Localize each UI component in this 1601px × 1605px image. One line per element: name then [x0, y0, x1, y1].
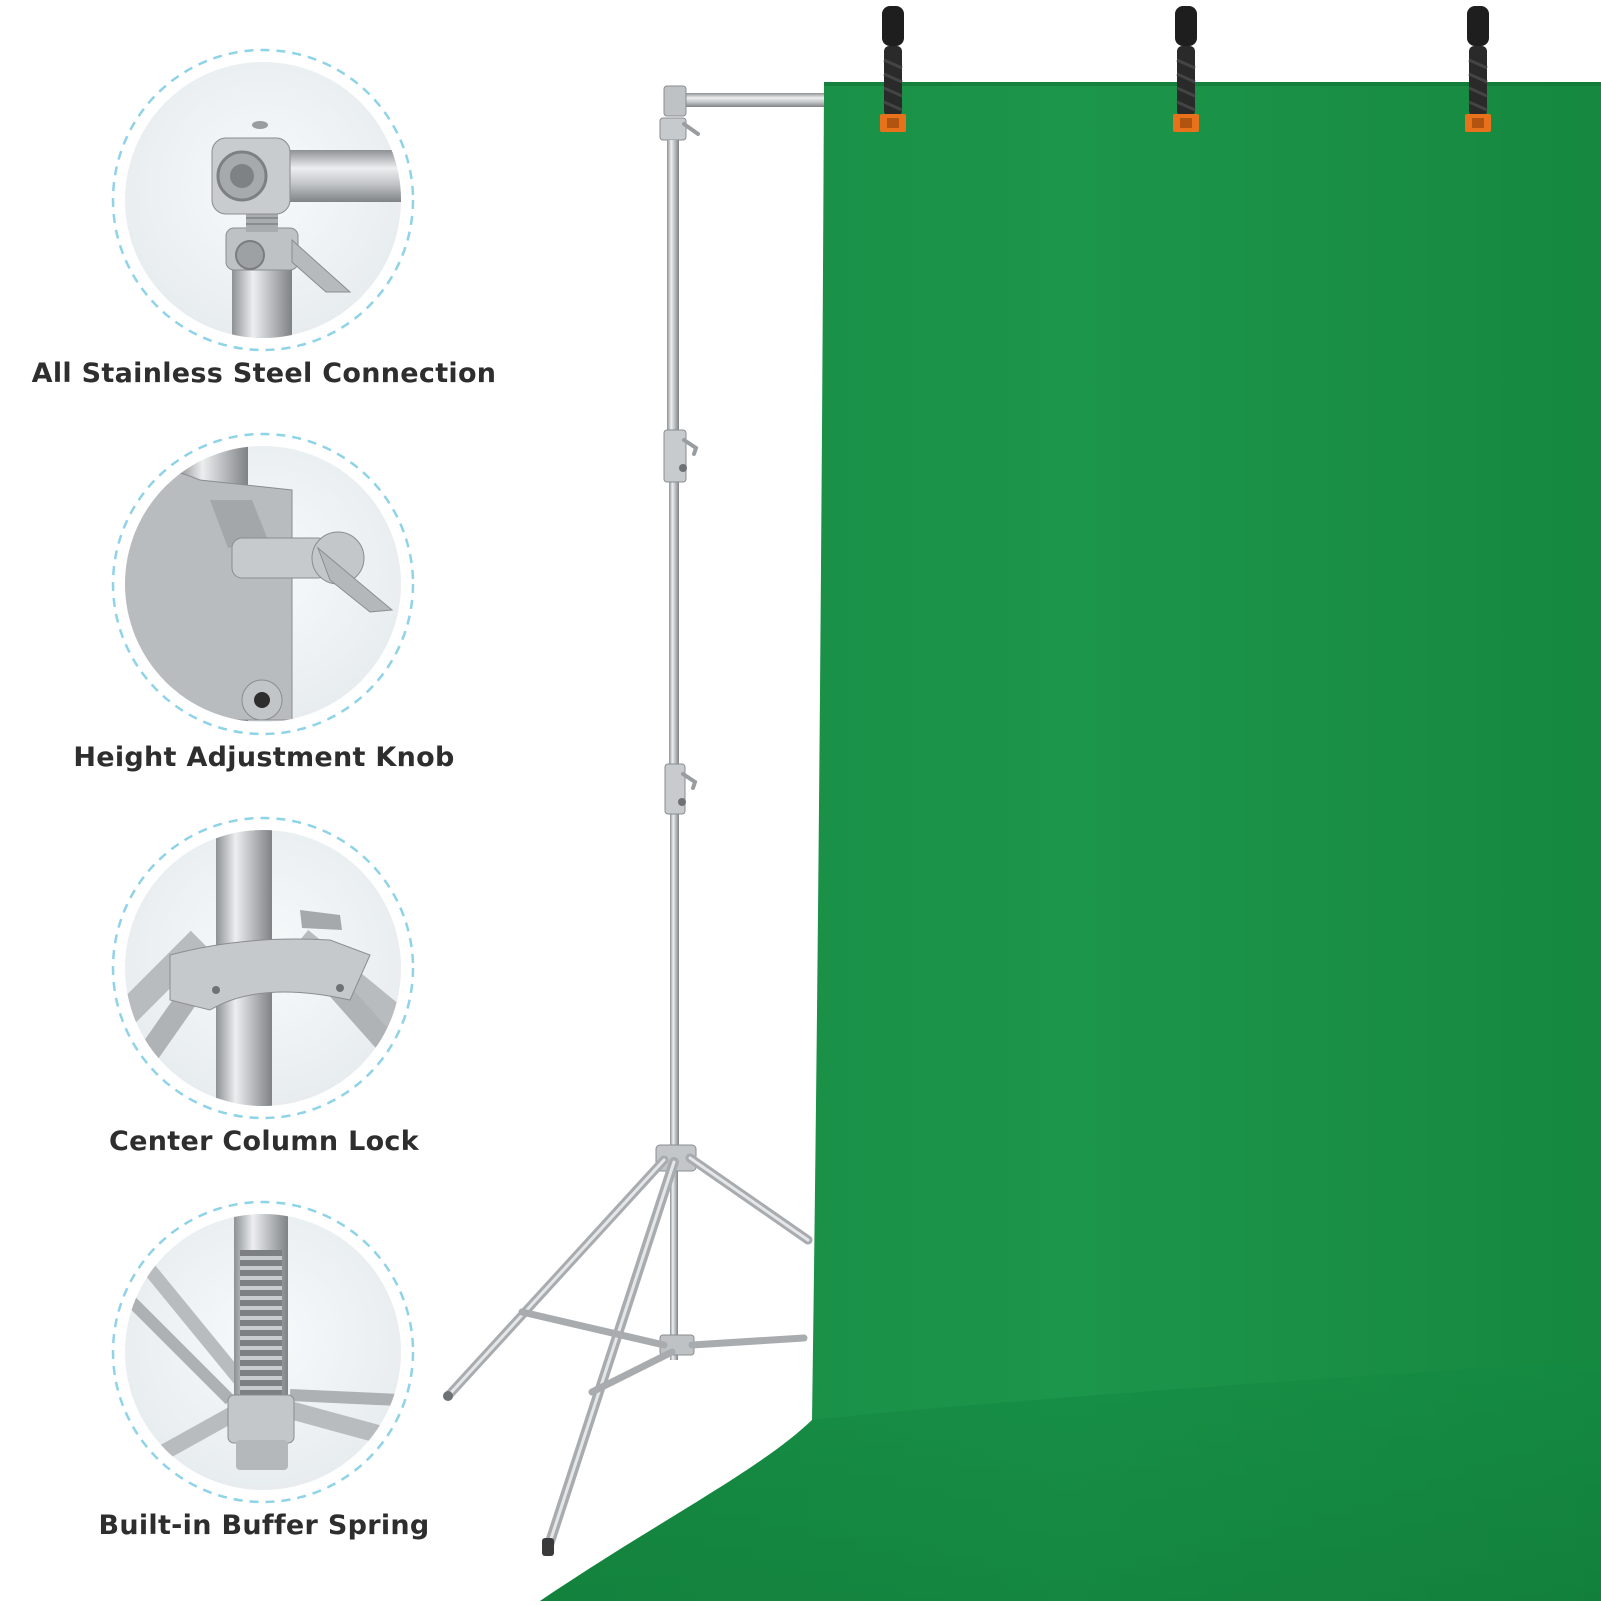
feature-circle-height-knob — [111, 432, 415, 736]
backdrop-clamps — [880, 6, 1491, 132]
feature-label-buffer-spring: Built-in Buffer Spring — [98, 1510, 430, 1541]
clamp-icon — [1173, 6, 1199, 132]
feature-circle-buffer-spring — [111, 1200, 415, 1504]
clamp-icon — [1465, 6, 1491, 132]
green-backdrop — [540, 82, 1601, 1601]
feature-label-height-knob: Height Adjustment Knob — [73, 742, 455, 773]
feature-circle-stainless-connection — [111, 48, 415, 352]
feature-label-center-column-lock: Center Column Lock — [109, 1126, 419, 1157]
height-knob-icon — [663, 429, 699, 483]
clamp-icon — [880, 6, 906, 132]
light-stand — [443, 85, 824, 1556]
height-knob-icon — [664, 763, 698, 815]
feature-circle-center-column-lock — [111, 816, 415, 1120]
feature-label-stainless-connection: All Stainless Steel Connection — [31, 358, 497, 389]
